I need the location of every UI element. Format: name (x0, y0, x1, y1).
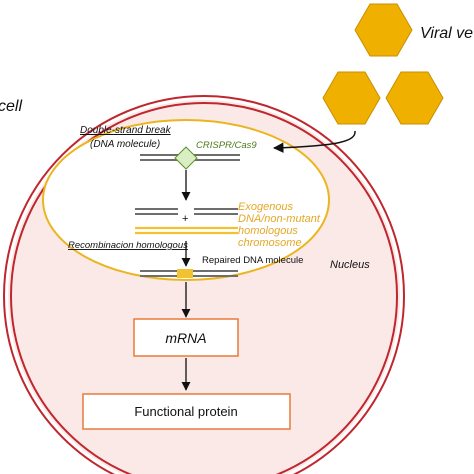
nucleus-label: Nucleus (330, 259, 370, 271)
viral-vector-hexagon (354, 3, 413, 57)
crispr-cas9-label: CRISPR/Cas9 (196, 140, 257, 151)
dna-molecule-label: (DNA molecule) (90, 139, 160, 150)
repaired-dna (140, 269, 238, 278)
mrna-label: mRNA (165, 330, 206, 346)
repaired-dna-label: Repaired DNA molecule (202, 255, 303, 266)
dna-fragments (135, 208, 238, 215)
exogenous-dna-label: Exogenous DNA/non-mutant homologous chro… (238, 201, 323, 249)
viral-entry-arrow (272, 130, 356, 153)
viral-vector-label: Viral ve (420, 25, 473, 42)
exogenous-dna (135, 226, 238, 235)
viral-vector-hexagon (385, 71, 444, 125)
viral-vector-hexagon (322, 71, 381, 125)
cell-membrane-outer (3, 95, 405, 474)
double-strand-break-label: Double-strand break (80, 125, 172, 136)
broken-dna (140, 154, 240, 161)
cell-membrane-inner (10, 102, 398, 474)
functional-protein-label: Functional protein (134, 404, 237, 419)
plus-sign: + (182, 213, 188, 225)
recombination-label: Recombinacion homologous (68, 240, 188, 251)
crispr-cas9-diamond (174, 146, 198, 170)
functional-protein-box (82, 393, 291, 430)
cell-label: cell (0, 98, 22, 115)
mrna-box (133, 318, 239, 357)
